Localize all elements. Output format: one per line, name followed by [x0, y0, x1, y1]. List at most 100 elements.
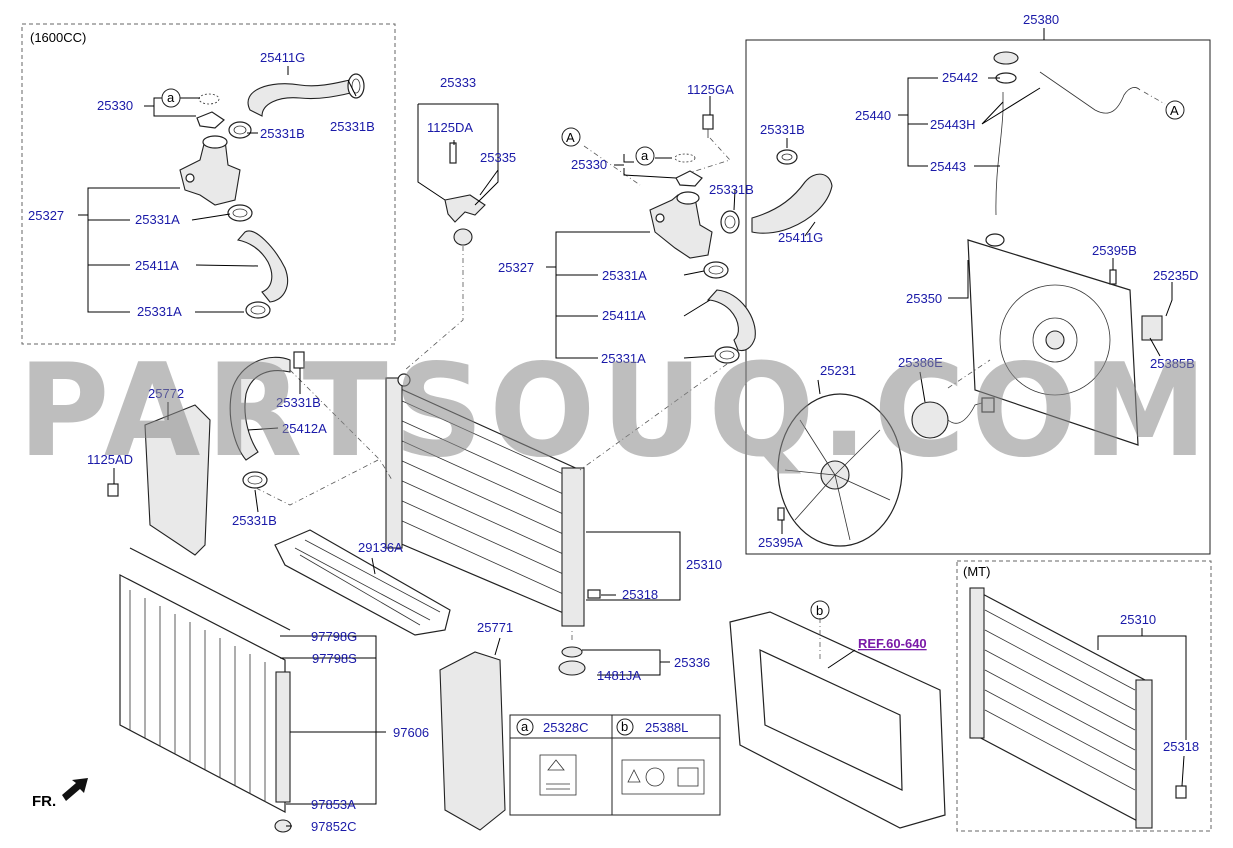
lower-guard-29136A[interactable] [274, 529, 451, 636]
callout-a-right[interactable] [635, 146, 655, 166]
part-label[interactable]: 25443 [930, 159, 966, 174]
bolt-1125AD[interactable] [107, 483, 119, 497]
part-label[interactable]: 25442 [942, 70, 978, 85]
part-label[interactable]: 25411G [778, 230, 823, 245]
thermostat-housing-left[interactable] [179, 135, 241, 206]
part-label[interactable]: 25331B [760, 122, 805, 137]
part-label[interactable]: 25411G [260, 50, 305, 65]
part-label[interactable]: 25385B [1150, 356, 1195, 371]
clamp-middle-bottom[interactable] [242, 471, 268, 489]
part-label[interactable]: 25395A [758, 535, 803, 550]
part-label[interactable]: 25440 [855, 108, 891, 123]
part-label[interactable]: 25318 [622, 587, 658, 602]
part-label[interactable]: 25231 [820, 363, 856, 378]
air-guard-25771[interactable] [439, 651, 506, 831]
part-label[interactable]: 25380 [1023, 12, 1059, 27]
part-label[interactable]: 1481JA [597, 668, 641, 683]
clamp-upper-left[interactable] [347, 73, 365, 99]
fan-blade[interactable] [777, 393, 903, 547]
part-label[interactable]: 25331B [232, 513, 277, 528]
callout-a-left[interactable] [161, 88, 181, 108]
clamp-middle-top[interactable] [293, 351, 305, 369]
part-label[interactable]: 25330 [571, 157, 607, 172]
radiator-mt[interactable] [969, 587, 1153, 829]
part-label[interactable]: 25443H [930, 117, 976, 132]
hose-lower-left[interactable] [236, 230, 289, 303]
part-label[interactable]: 25330 [97, 98, 133, 113]
clamp-lower-right[interactable] [703, 261, 729, 279]
radiator-main[interactable] [385, 373, 585, 627]
part-label[interactable]: 25331B [709, 182, 754, 197]
part-label[interactable]: 25411A [135, 258, 179, 273]
part-label[interactable]: 29136A [358, 540, 403, 555]
thermostat-housing-right[interactable] [649, 191, 713, 259]
seal-ring-right [674, 153, 696, 163]
part-label[interactable]: 25350 [906, 291, 942, 306]
overflow-hose[interactable] [995, 71, 1141, 216]
condenser[interactable] [119, 547, 291, 813]
part-label[interactable]: 25327 [498, 260, 534, 275]
callout-A-left[interactable] [561, 127, 581, 147]
clamp-mid-right[interactable] [720, 210, 740, 234]
part-label[interactable]: 25395B [1092, 243, 1137, 258]
hose-upper-right[interactable] [751, 173, 833, 234]
air-guard-25772[interactable] [144, 404, 211, 556]
part-label[interactable]: 25335 [480, 150, 516, 165]
part-label[interactable]: 97853A [311, 797, 356, 812]
clamp-mid-left[interactable] [228, 121, 252, 139]
fan-motor[interactable] [911, 397, 995, 439]
callout-b-panel[interactable] [810, 600, 830, 620]
part-label[interactable]: 25386E [898, 355, 943, 370]
part-label[interactable]: 25772 [148, 386, 184, 401]
part-label[interactable]: 25771 [477, 620, 513, 635]
shroud-bolt[interactable] [1109, 269, 1117, 285]
part-label[interactable]: 25331A [602, 268, 647, 283]
part-label[interactable]: 1125GA [687, 82, 734, 97]
part-label[interactable]: 25310 [686, 557, 722, 572]
part-label[interactable]: 25412A [282, 421, 327, 436]
radiator-support-panel[interactable] [729, 611, 946, 829]
legend-a-part[interactable]: 25328C [543, 720, 589, 735]
part-label[interactable]: 97798S [312, 651, 357, 666]
clamp-bottom-left[interactable] [245, 301, 271, 319]
part-label[interactable]: 25331A [135, 212, 180, 227]
bracket-25333[interactable] [444, 142, 486, 246]
part-label[interactable]: 25331A [601, 351, 646, 366]
part-label[interactable]: 1125DA [427, 120, 473, 135]
part-label[interactable]: 97852C [311, 819, 357, 834]
part-label[interactable]: 25331A [137, 304, 182, 319]
radiator-mount-cushion[interactable] [558, 646, 586, 676]
part-label[interactable]: 1125AD [87, 452, 133, 467]
clamp-lower-left[interactable] [227, 204, 253, 222]
clamp-top-right[interactable] [776, 149, 798, 165]
fan-shroud[interactable] [967, 233, 1139, 446]
clamp-bottom-right[interactable] [714, 346, 740, 364]
label-icon-b [621, 759, 705, 795]
part-label[interactable]: 25327 [28, 208, 64, 223]
legend-b-part[interactable]: 25388L [645, 720, 688, 735]
part-label[interactable]: 25318 [1163, 739, 1199, 754]
part-label[interactable]: 25333 [440, 75, 476, 90]
resistor-connector[interactable] [1141, 315, 1163, 341]
callout-A-right[interactable] [1165, 100, 1185, 120]
hose-middle-25412A[interactable] [229, 356, 291, 461]
hose-lower-right[interactable] [706, 289, 756, 352]
drain-plug[interactable] [587, 589, 601, 599]
fan-bolt[interactable] [777, 507, 785, 521]
part-label[interactable]: 25411A [602, 308, 646, 323]
part-label[interactable]: 97606 [393, 725, 429, 740]
part-label[interactable]: 25331B [330, 119, 375, 134]
callout-b-panel-text: b [816, 603, 823, 618]
cap-right[interactable] [675, 170, 703, 187]
part-label[interactable]: 25310 [1120, 612, 1156, 627]
reference-link[interactable]: REF.60-640 [858, 636, 927, 651]
part-label[interactable]: 25331B [276, 395, 321, 410]
drain-plug-mt[interactable] [1175, 785, 1187, 799]
part-label[interactable]: 25336 [674, 655, 710, 670]
hose-upper-left[interactable] [247, 79, 356, 117]
part-label[interactable]: 25235D [1153, 268, 1199, 283]
part-label[interactable]: 97798G [311, 629, 357, 644]
cap-left[interactable] [196, 111, 225, 129]
bolt-1125GA[interactable] [702, 114, 714, 138]
part-label[interactable]: 25331B [260, 126, 305, 141]
